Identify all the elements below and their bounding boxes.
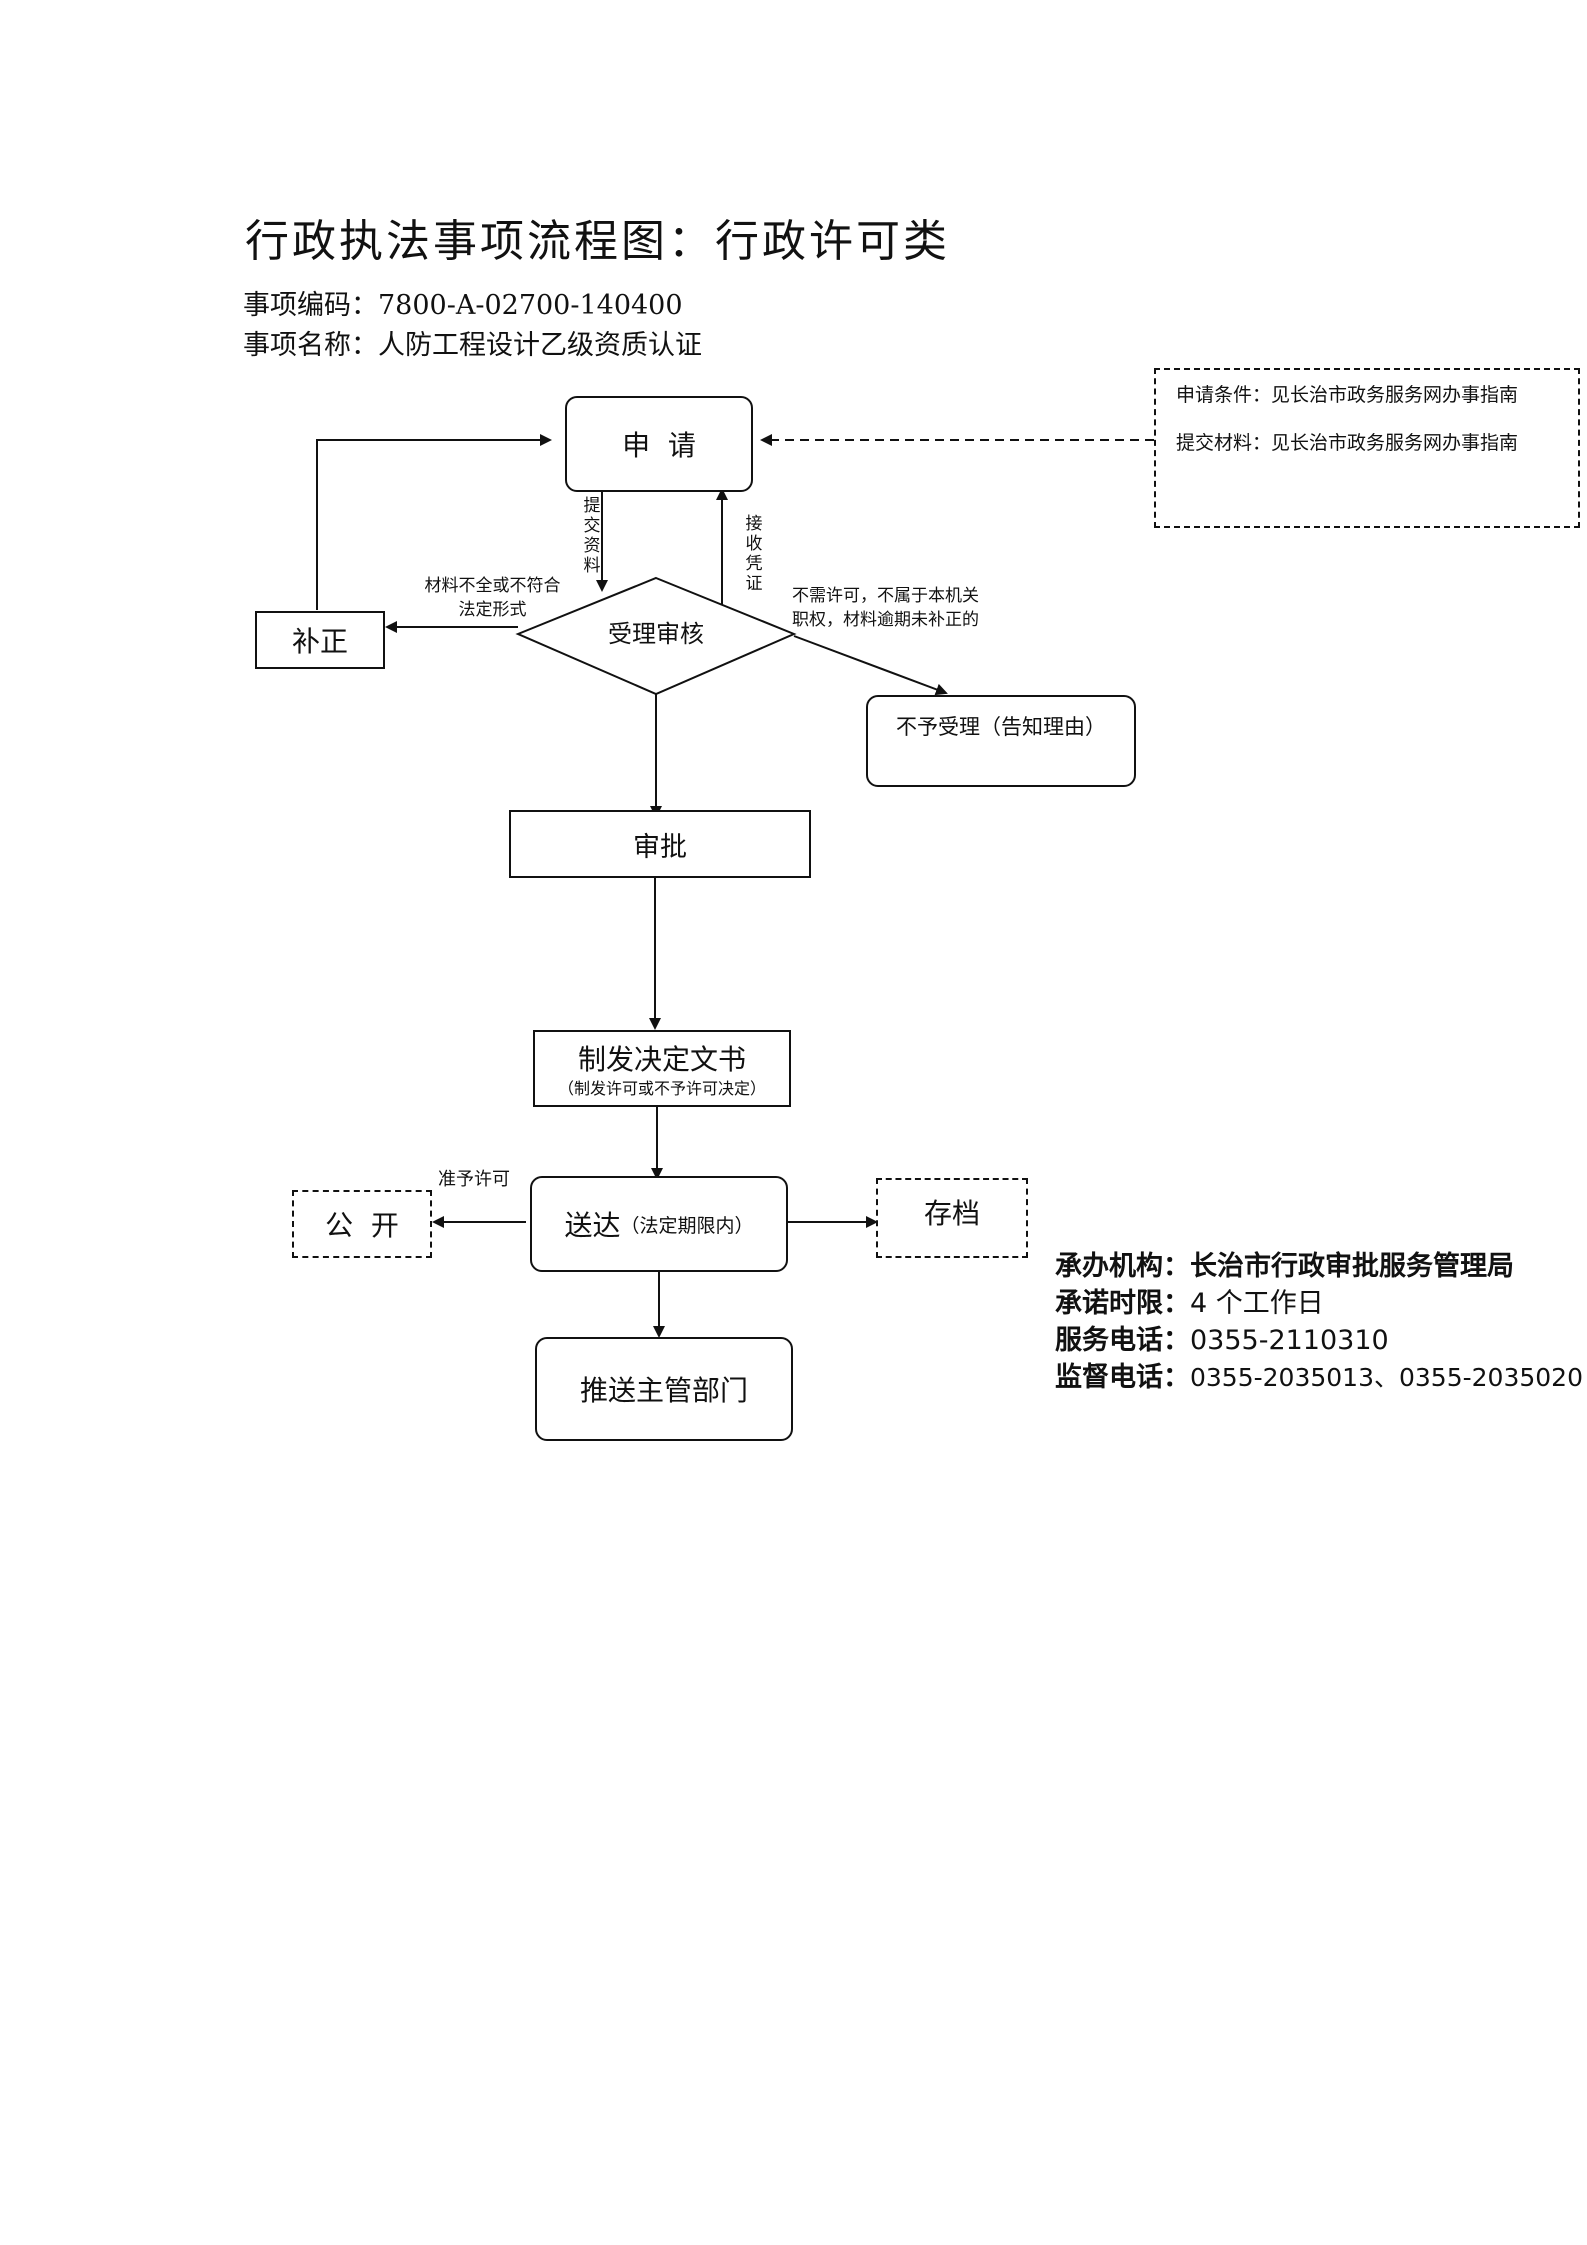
label-receive-receipt: 接 收 凭 证 — [744, 514, 764, 594]
info-supervise-label: 监督电话： — [1055, 1362, 1190, 1393]
node-correct: 补正 — [255, 611, 385, 669]
node-review-label: 受理审核 — [608, 620, 704, 648]
info-agency: 承办机构：长治市行政审批服务管理局 — [1055, 1248, 1583, 1285]
label-not-needed-line1: 不需许可，不属于本机关 — [792, 586, 979, 606]
label-receipt-char: 接 — [745, 514, 763, 534]
label-grant: 准予许可 — [438, 1169, 510, 1190]
node-decision-sublabel: （制发许可或不予许可决定） — [557, 1078, 766, 1098]
info-phone-value: 0355-2110310 — [1190, 1325, 1389, 1356]
info-agency-label: 承办机构： — [1055, 1251, 1190, 1282]
node-deliver-label: 送达 — [564, 1209, 621, 1242]
item-name: 事项名称：人防工程设计乙级资质认证 — [243, 323, 702, 362]
node-apply-label: 申 请 — [622, 429, 696, 462]
side-note-conditions: 申请条件：见长治市政务服务网办事指南 — [1176, 384, 1519, 406]
arrow-to-reject — [793, 635, 948, 696]
node-decision: 制发决定文书 （制发许可或不予许可决定） — [533, 1030, 791, 1107]
label-submit-char: 资 — [583, 536, 601, 556]
label-receipt-char: 收 — [745, 534, 763, 554]
arrow-correct-loop — [316, 434, 552, 610]
label-not-needed-line2: 职权，材料逾期未补正的 — [792, 610, 979, 630]
label-submit-materials: 提 交 资 料 — [582, 496, 602, 576]
label-incomplete-line2: 法定形式 — [458, 600, 527, 620]
info-phone: 服务电话：0355-2110310 — [1055, 1322, 1583, 1359]
node-archive: 存档 — [876, 1178, 1028, 1258]
node-correct-label: 补正 — [291, 625, 348, 658]
info-supervise: 监督电话：0355-2035013、0355-2035020 — [1055, 1359, 1583, 1396]
page-title: 行政执法事项流程图：行政许可类 — [245, 216, 950, 267]
item-code-value: 7800-A-02700-140400 — [378, 290, 683, 321]
node-deliver-sublabel: （法定期限内） — [620, 1214, 754, 1237]
review-diamond — [515, 576, 797, 696]
node-decision-label: 制发决定文书 — [577, 1042, 746, 1076]
item-name-label: 事项名称： — [243, 330, 378, 361]
node-approve: 审批 — [509, 810, 811, 878]
label-incomplete-line1: 材料不全或不符合 — [424, 576, 561, 596]
info-agency-value: 长治市行政审批服务管理局 — [1190, 1251, 1514, 1282]
info-supervise-value: 0355-2035013、0355-2035020 — [1190, 1363, 1583, 1392]
side-note-box: 申请条件：见长治市政务服务网办事指南 提交材料：见长治市政务服务网办事指南 — [1154, 368, 1580, 528]
node-reject: 不予受理（告知理由） — [866, 695, 1136, 787]
label-not-needed: 不需许可，不属于本机关 职权，材料逾期未补正的 — [792, 584, 979, 632]
label-receipt-char: 凭 — [745, 554, 763, 574]
node-reject-label: 不予受理（告知理由） — [896, 715, 1106, 739]
side-note-materials: 提交材料：见长治市政务服务网办事指南 — [1176, 432, 1519, 454]
node-approve-label: 审批 — [633, 831, 687, 863]
label-receipt-char: 证 — [745, 574, 763, 594]
service-info: 承办机构：长治市行政审批服务管理局 承诺时限：4 个工作日 服务电话：0355-… — [1055, 1248, 1583, 1396]
info-deadline: 承诺时限：4 个工作日 — [1055, 1285, 1583, 1322]
node-archive-label: 存档 — [923, 1197, 980, 1230]
info-deadline-value: 4 个工作日 — [1190, 1288, 1324, 1319]
label-submit-char: 提 — [583, 496, 601, 516]
item-code-label: 事项编码： — [243, 290, 378, 321]
info-deadline-label: 承诺时限： — [1055, 1288, 1190, 1319]
node-apply: 申 请 — [565, 396, 753, 492]
info-phone-label: 服务电话： — [1055, 1325, 1190, 1356]
label-submit-char: 料 — [583, 556, 601, 576]
node-deliver: 送达（法定期限内） — [530, 1176, 788, 1272]
node-push: 推送主管部门 — [535, 1337, 793, 1441]
item-name-value: 人防工程设计乙级资质认证 — [378, 330, 702, 361]
node-publish: 公 开 — [292, 1190, 432, 1258]
node-push-label: 推送主管部门 — [579, 1374, 748, 1407]
label-submit-char: 交 — [583, 516, 601, 536]
label-incomplete: 材料不全或不符合 法定形式 — [400, 574, 585, 622]
item-code: 事项编码：7800-A-02700-140400 — [243, 283, 683, 322]
node-publish-label: 公 开 — [325, 1209, 399, 1242]
